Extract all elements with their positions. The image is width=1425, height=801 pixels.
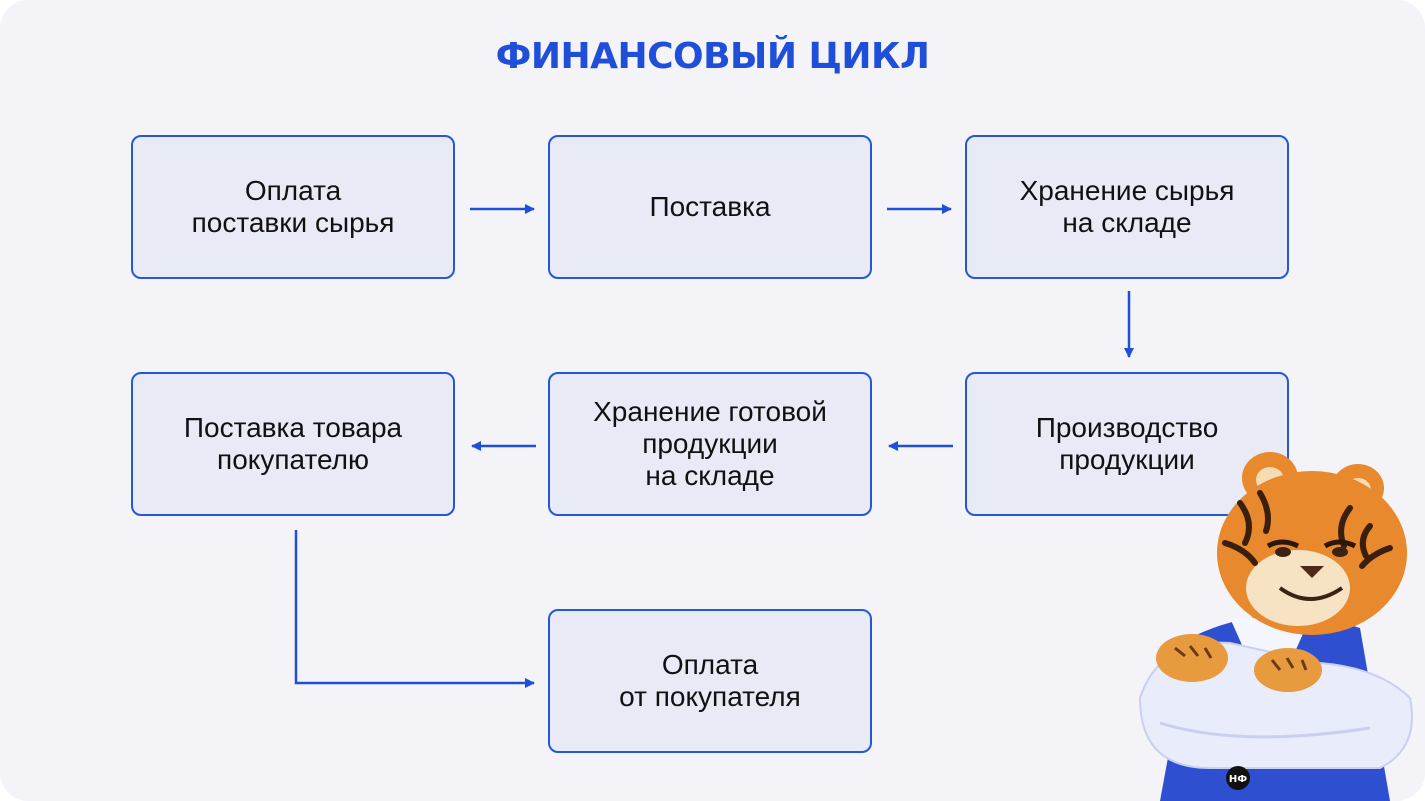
step-box-raw-storage: Хранение сырья на складе (965, 135, 1289, 279)
step-box-delivery-to-buyer: Поставка товара покупателю (131, 372, 455, 516)
diagram-title: ФИНАНСОВЫЙ ЦИКЛ (495, 36, 930, 77)
step-box-payment-for-raw-materials: Оплата поставки сырья (131, 135, 455, 279)
tiger-mascot-icon: НФ (1138, 452, 1413, 801)
step-label: Производство продукции (1035, 412, 1219, 475)
step-label: Оплата от покупателя (619, 649, 801, 712)
step-label: Поставка товара покупателю (183, 412, 403, 475)
step-box-delivery: Поставка (548, 135, 872, 279)
step-label: Оплата поставки сырья (191, 175, 395, 238)
step-label: Хранение готовой продукции на складе (593, 396, 827, 491)
arrow-elbow (294, 530, 535, 688)
mascot-badge-text: НФ (1229, 774, 1247, 785)
step-box-production: Производство продукции (965, 372, 1289, 516)
step-box-finished-goods-storage: Хранение готовой продукции на складе (548, 372, 872, 516)
step-label: Поставка (649, 191, 771, 222)
step-label: Хранение сырья на складе (1019, 175, 1235, 238)
step-box-payment-from-buyer: Оплата от покупателя (548, 609, 872, 753)
